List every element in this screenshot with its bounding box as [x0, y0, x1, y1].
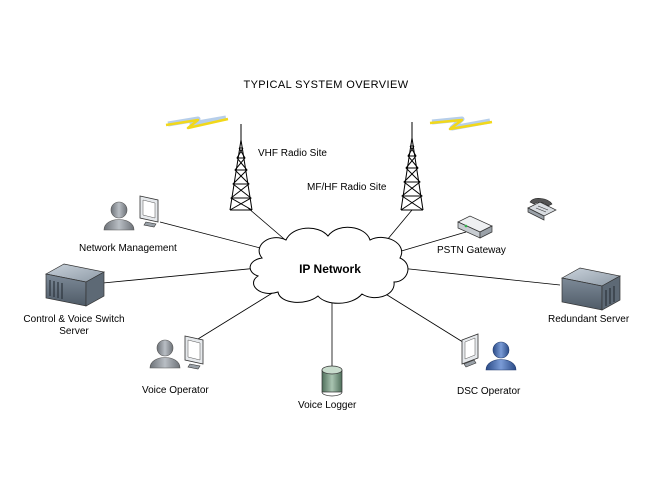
lightning-icon: [165, 115, 229, 130]
server-icon: [44, 263, 106, 307]
workstation-icon: [139, 195, 159, 228]
control-voice-switch-server-label: Control & Voice Switch Server: [10, 314, 138, 338]
cloud-icon: [249, 226, 409, 304]
person-icon: [485, 341, 517, 371]
voice-logger-label: Voice Logger: [298, 400, 357, 411]
link-redundant-server: [399, 267, 561, 286]
connections: [102, 207, 561, 367]
network-management-label: Network Management: [79, 243, 177, 254]
dsc-operator-label: DSC Operator: [457, 386, 521, 397]
mfhf-radio-site-label: MF/HF Radio Site: [307, 182, 387, 193]
radio-tower-icon: [400, 122, 424, 211]
control-server-label-line1: Control & Voice Switch: [23, 314, 125, 325]
cylinder-icon: [321, 365, 343, 397]
voice-operator-label: Voice Operator: [142, 385, 209, 396]
server-icon: [560, 267, 622, 311]
lightning-icon: [429, 116, 493, 131]
pstn-gateway-label: PSTN Gateway: [437, 245, 506, 256]
person-icon: [149, 339, 181, 369]
telephone-icon: [527, 198, 557, 221]
link-voice-operator: [184, 291, 275, 348]
radio-tower-icon: [229, 124, 253, 211]
link-dsc-operator: [383, 292, 467, 345]
workstation-icon: [184, 335, 204, 370]
ip-network-label: IP Network: [299, 262, 361, 276]
workstation-icon: [461, 333, 479, 368]
person-icon: [103, 201, 135, 231]
link-pstn: [397, 231, 467, 253]
diagram-title: TYPICAL SYSTEM OVERVIEW: [243, 79, 409, 91]
vhf-radio-site-label: VHF Radio Site: [258, 148, 327, 159]
redundant-server-label: Redundant Server: [548, 314, 630, 325]
control-server-label-line2: Server: [59, 326, 89, 337]
gateway-icon: [457, 215, 493, 239]
link-vhf: [247, 207, 291, 245]
link-network-management: [159, 221, 269, 251]
link-control-server: [102, 267, 259, 284]
